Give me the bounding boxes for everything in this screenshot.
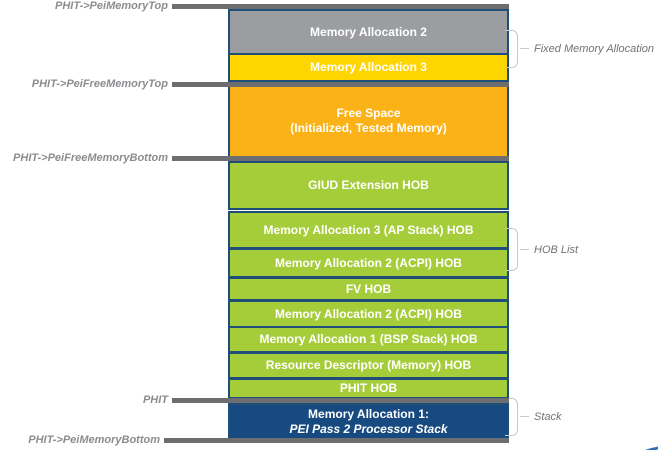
block-label-line2: PEI Pass 2 Processor Stack [289, 421, 448, 436]
block-label: FV HOB [345, 281, 392, 296]
block-memory-allocation-1-bsp-stack-hob: Memory Allocation 1 (BSP Stack) HOB [228, 326, 509, 353]
swoosh-arc-icon [612, 442, 658, 450]
block-memory-allocation-3: Memory Allocation 3 [228, 53, 509, 82]
block-label-line2: (Initialized, Tested Memory) [290, 121, 447, 135]
block-memory-allocation-2-acpi-hob-lower: Memory Allocation 2 (ACPI) HOB [228, 300, 509, 328]
block-label: Memory Allocation 3 [310, 60, 427, 75]
pointer-line [172, 4, 509, 9]
pointer-line [164, 438, 509, 443]
block-label: Free Space [336, 106, 401, 121]
annotation-label: HOB List [534, 243, 579, 256]
block-label: Memory Allocation 1: [308, 406, 429, 421]
annotation-fixed-memory-allocation: Fixed Memory Allocation [505, 30, 654, 68]
brace-icon [505, 249, 518, 271]
block-label: Memory Allocation 2 [310, 24, 427, 39]
annotation-hob-list: HOB List [505, 228, 578, 271]
block-label: PHIT HOB [339, 381, 398, 396]
pointer-pei-free-memory-top: PHIT->PeiFreeMemoryTop [0, 78, 509, 91]
pointer-pei-memory-bottom: PHIT->PeiMemoryBottom [0, 434, 509, 447]
brace-icon [505, 228, 518, 250]
block-label: Memory Allocation 2 (ACPI) HOB [275, 255, 462, 270]
block-memory-allocation-1-stack: Memory Allocation 1: PEI Pass 2 Processo… [228, 403, 509, 440]
block-fv-hob: FV HOB [228, 277, 509, 301]
pointer-line [172, 398, 509, 403]
annotation-label: Stack [534, 411, 562, 423]
pointer-pei-free-memory-bottom: PHIT->PeiFreeMemoryBottom [0, 152, 509, 165]
pointer-pei-memory-top: PHIT->PeiMemoryTop [0, 0, 509, 13]
pointer-label-pei-memory-bottom: PHIT->PeiMemoryBottom [28, 434, 160, 446]
pointer-label-pei-free-memory-bottom: PHIT->PeiFreeMemoryBottom [13, 152, 168, 164]
annotation-stack: Stack [505, 398, 562, 436]
pointer-line [172, 82, 509, 87]
brace-icon [505, 49, 518, 68]
annotation-label: Fixed Memory Allocation [534, 43, 655, 55]
block-memory-allocation-3-ap-stack-hob: Memory Allocation 3 (AP Stack) HOB [228, 211, 509, 249]
block-free-space: Free Space (Initialized, Tested Memory) [228, 84, 509, 158]
pointer-label-pei-memory-top: PHIT->PeiMemoryTop [55, 0, 168, 12]
pointer-label-phit: PHIT [142, 394, 168, 406]
block-giud-extension-hob: GIUD Extension HOB [228, 161, 509, 210]
brace-tick [520, 248, 529, 250]
brace-tick [520, 416, 529, 417]
brace-icon [505, 398, 518, 417]
block-label: GIUD Extension HOB [308, 178, 429, 193]
block-label: Memory Allocation 1 (BSP Stack) HOB [259, 332, 478, 347]
brace-icon [505, 417, 518, 436]
block-label: Memory Allocation 3 (AP Stack) HOB [263, 222, 474, 237]
block-resource-descriptor-hob: Resource Descriptor (Memory) HOB [228, 352, 509, 379]
pointer-label-pei-free-memory-top: PHIT->PeiFreeMemoryTop [31, 78, 168, 90]
pointer-line [172, 156, 509, 161]
brace-tick [520, 48, 529, 49]
pointer-phit: PHIT [0, 394, 509, 407]
block-label: Resource Descriptor (Memory) HOB [265, 358, 472, 373]
block-memory-allocation-2-acpi-hob-upper: Memory Allocation 2 (ACPI) HOB [228, 248, 509, 278]
block-label: Memory Allocation 2 (ACPI) HOB [275, 306, 462, 321]
block-memory-allocation-2: Memory Allocation 2 [228, 9, 509, 55]
brace-icon [505, 30, 518, 49]
